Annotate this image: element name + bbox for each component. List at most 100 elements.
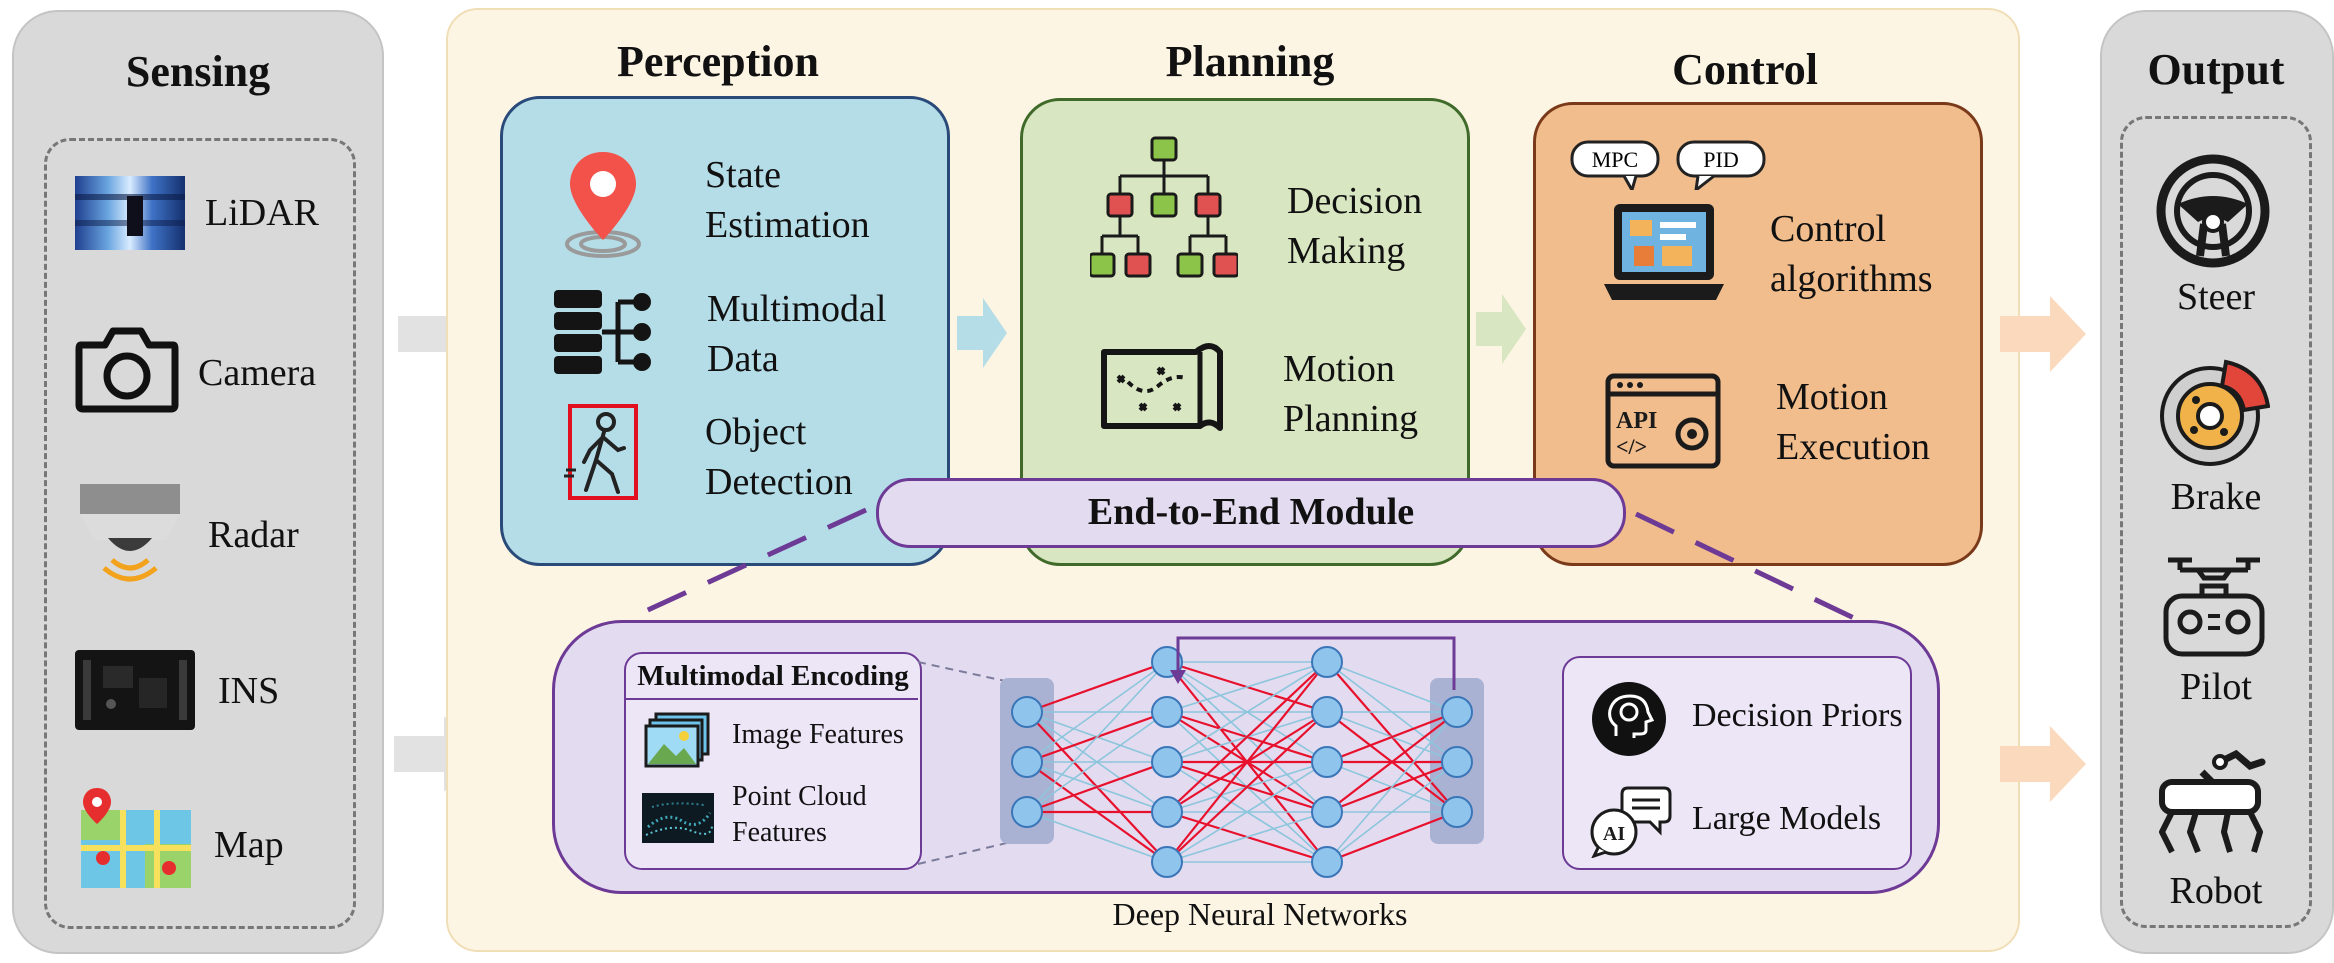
planning-item-2-line2: Planning <box>1283 398 1419 440</box>
point-cloud-label-2: Features <box>732 817 827 848</box>
robot-dog-icon <box>2150 748 2274 860</box>
output-title: Output <box>2147 45 2285 94</box>
nn-node <box>1441 696 1473 728</box>
map-icon <box>79 784 193 890</box>
radar-icon <box>78 482 184 586</box>
camera-icon <box>75 323 179 413</box>
perception-item-1-line2: Estimation <box>705 204 870 246</box>
nn-edge <box>1026 760 1168 814</box>
nn-edge <box>1326 711 1458 813</box>
decision-tree-icon <box>1088 136 1240 288</box>
drone-controller-icon <box>2158 552 2270 658</box>
encoding-title-rule <box>624 698 918 700</box>
control-item-2-line2: Execution <box>1776 426 1931 468</box>
svg-text:</>: </> <box>1616 434 1647 459</box>
tag-mpc: MPC <box>1592 147 1638 172</box>
nn-node <box>1311 796 1343 828</box>
brain-head-icon <box>1590 680 1668 758</box>
sensing-label-ins: INS <box>218 670 280 712</box>
planning-item-1-line2: Making <box>1287 230 1406 272</box>
output-dashed-frame <box>2120 116 2312 928</box>
nn-node <box>1311 646 1343 678</box>
feedback-arrowhead <box>1170 670 1186 684</box>
nn-node <box>1311 696 1343 728</box>
nn-edge <box>1326 810 1458 864</box>
nn-edge <box>1166 661 1328 713</box>
neural-network <box>918 636 1484 878</box>
laptop-control-icon <box>1604 200 1724 306</box>
nn-edge <box>1166 761 1328 863</box>
motion-plan-map-icon <box>1100 338 1226 442</box>
perception-title: Perception <box>616 37 820 86</box>
perception-item-2-line2: Data <box>707 338 779 380</box>
large-models-label: Large Models <box>1692 800 1882 837</box>
tag-pid: PID <box>1703 147 1738 172</box>
planning-title: Planning <box>1165 37 1335 86</box>
sensing-title: Sensing <box>125 47 271 96</box>
image-features-icon <box>644 712 710 768</box>
nn-edge <box>1026 811 1168 863</box>
steering-wheel-icon <box>2154 152 2272 270</box>
nn-node <box>1311 846 1343 878</box>
control-item-1-line1: Control <box>1770 208 1887 250</box>
nn-edge <box>1326 761 1458 863</box>
e2e-module-pill <box>876 478 1626 548</box>
dnn-caption: Deep Neural Networks <box>1112 896 1408 932</box>
nn-edge <box>1026 711 1168 813</box>
control-title: Control <box>1672 45 1818 94</box>
brake-disc-icon <box>2158 356 2271 468</box>
arrow-perception-to-planning <box>957 298 1007 373</box>
arrow-control-to-output <box>2000 296 2086 377</box>
decision-priors-label: Decision Priors <box>1692 697 1903 734</box>
nn-edge <box>1026 660 1168 714</box>
encoding-title: Multimodal Encoding <box>637 660 909 692</box>
nn-node <box>1151 696 1183 728</box>
e2e-module-title: End-to-End Module <box>1087 491 1415 533</box>
nn-node <box>1441 746 1473 778</box>
output-label-brake: Brake <box>2170 476 2262 518</box>
sensing-label-map: Map <box>214 824 284 866</box>
nn-node <box>1011 746 1043 778</box>
planning-item-1-line1: Decision <box>1287 180 1423 222</box>
perception-item-2-line1: Multimodal <box>707 288 887 330</box>
perception-item-3-line2: Detection <box>705 461 853 503</box>
nn-node <box>1441 796 1473 828</box>
ai-chat-icon: AI <box>1588 782 1672 859</box>
perception-item-1-line1: State <box>705 154 781 196</box>
sensing-label-radar: Radar <box>208 514 299 556</box>
nn-edge <box>1166 661 1328 763</box>
nn-node <box>1151 746 1183 778</box>
arrow-planning-to-control <box>1476 294 1526 369</box>
sensing-label-lidar: LiDAR <box>205 192 319 234</box>
nn-edge <box>1026 661 1168 813</box>
nn-node <box>1151 796 1183 828</box>
control-item-2-line1: Motion <box>1776 376 1888 418</box>
nn-node <box>1151 646 1183 678</box>
api-settings-icon: API </> <box>1604 372 1722 470</box>
nn-edge <box>1026 661 1168 763</box>
encoding-to-input-guides <box>918 661 1029 865</box>
sensing-label-camera: Camera <box>198 352 317 394</box>
output-label-pilot: Pilot <box>2180 666 2252 708</box>
nn-edge <box>1166 811 1328 863</box>
nn-node <box>1311 746 1343 778</box>
lidar-icon <box>75 176 185 250</box>
control-item-1-line2: algorithms <box>1770 258 1933 300</box>
point-cloud-icon <box>642 793 714 843</box>
ins-icon <box>73 648 197 732</box>
pedestrian-detection-icon <box>562 404 640 500</box>
planning-item-2-line1: Motion <box>1283 348 1395 390</box>
nn-edge <box>1326 710 1458 764</box>
image-features-label: Image Features <box>732 719 904 750</box>
nn-node <box>1151 846 1183 878</box>
location-pin-icon <box>560 150 646 262</box>
output-label-steer: Steer <box>2176 276 2256 318</box>
sensing-panel <box>12 10 384 954</box>
feedback-arrow <box>1176 636 1456 690</box>
sensing-dashed-frame <box>44 138 356 929</box>
nn-node <box>1011 796 1043 828</box>
nn-node <box>1011 696 1043 728</box>
ai-label: AI <box>1603 823 1625 845</box>
output-label-robot: Robot <box>2169 870 2263 912</box>
